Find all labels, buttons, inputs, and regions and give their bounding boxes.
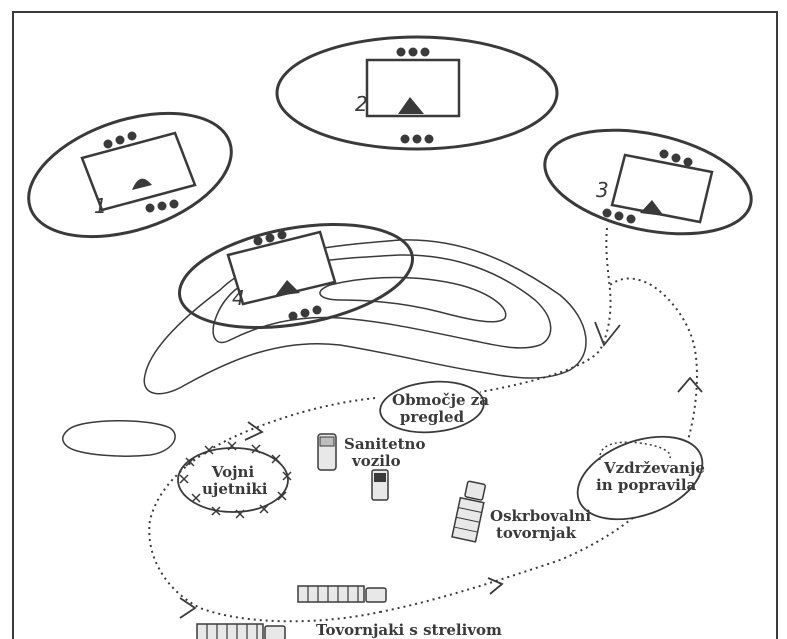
inspection-area-outline bbox=[379, 380, 485, 434]
position-4-number: 4 bbox=[232, 286, 245, 310]
position-3-pit bbox=[610, 153, 714, 224]
route-arrows bbox=[179, 321, 703, 619]
inspection-area-label-line2: pregled bbox=[399, 408, 465, 426]
supply-truck-label-line1: Oskrbovalni bbox=[490, 507, 592, 525]
position-3-number: 3 bbox=[596, 178, 609, 202]
arrow-east bbox=[487, 577, 504, 595]
inspection-area-label-line1: Območje za bbox=[392, 391, 489, 409]
ammo-trucks-icons bbox=[196, 585, 387, 639]
position-4-gun bbox=[275, 280, 300, 296]
position-2-gun bbox=[398, 97, 424, 114]
maintenance-label-line2: in popravila bbox=[596, 476, 697, 494]
pows-label-line2: ujetniki bbox=[202, 480, 268, 498]
arrow-north bbox=[677, 376, 703, 393]
maintenance-inner-route bbox=[599, 441, 671, 461]
position-2-pit bbox=[365, 58, 461, 118]
hill-contours bbox=[143, 239, 587, 395]
firing-position-4 bbox=[177, 222, 415, 330]
arrow-south bbox=[594, 321, 621, 347]
pond-outline bbox=[62, 419, 176, 457]
position-1-gun bbox=[132, 178, 152, 190]
maintenance-outline bbox=[576, 435, 704, 521]
position-1-pit bbox=[80, 131, 197, 212]
firing-position-3 bbox=[543, 128, 753, 236]
fence-posts bbox=[179, 441, 292, 519]
ammo-truck-2 bbox=[196, 623, 286, 639]
position-3-perimeter bbox=[543, 128, 753, 236]
maintenance-label: Vzdrževanje in popravila bbox=[596, 460, 705, 494]
arrow-southwest bbox=[179, 597, 197, 619]
maintenance-label-line1: Vzdrževanje bbox=[604, 459, 705, 477]
route-segment-return bbox=[479, 227, 612, 393]
firing-position-2 bbox=[275, 35, 559, 151]
ambulance-label-line2: vozilo bbox=[352, 452, 401, 470]
pows-label-line1: Vojni bbox=[211, 463, 255, 481]
supply-truck-label: Oskrbovalni tovornjak bbox=[490, 508, 591, 542]
inspection-area-label: Območje za pregled bbox=[392, 391, 489, 426]
traffic-route bbox=[148, 227, 698, 623]
position-2-perimeter bbox=[275, 35, 559, 151]
contour-outer bbox=[143, 239, 587, 395]
position-1-perimeter bbox=[27, 111, 233, 239]
supply-truck-icon bbox=[451, 480, 486, 543]
ambulance-vehicles bbox=[317, 433, 389, 501]
ammo-trucks-label: Tovornjaki s strelivom bbox=[316, 621, 502, 639]
position-4-perimeter bbox=[177, 222, 415, 330]
position-1-number: 1 bbox=[94, 194, 107, 218]
outer-border bbox=[12, 11, 778, 639]
firing-position-1 bbox=[27, 111, 233, 239]
contour-inner bbox=[319, 276, 507, 323]
position-4-pit bbox=[226, 230, 337, 306]
pow-enclosure bbox=[177, 441, 292, 519]
ammo-truck-1 bbox=[297, 585, 387, 603]
contour-middle bbox=[212, 254, 552, 349]
ambulance-label: Sanitetno vozilo bbox=[344, 436, 425, 470]
position-2-number: 2 bbox=[355, 92, 368, 116]
ambulance-label-line1: Sanitetno bbox=[344, 435, 426, 453]
supply-truck-label-line2: tovornjak bbox=[496, 524, 577, 542]
position-3-gun bbox=[640, 200, 664, 216]
arrow-west bbox=[244, 421, 264, 441]
pows-label: Vojni ujetniki bbox=[202, 463, 268, 498]
